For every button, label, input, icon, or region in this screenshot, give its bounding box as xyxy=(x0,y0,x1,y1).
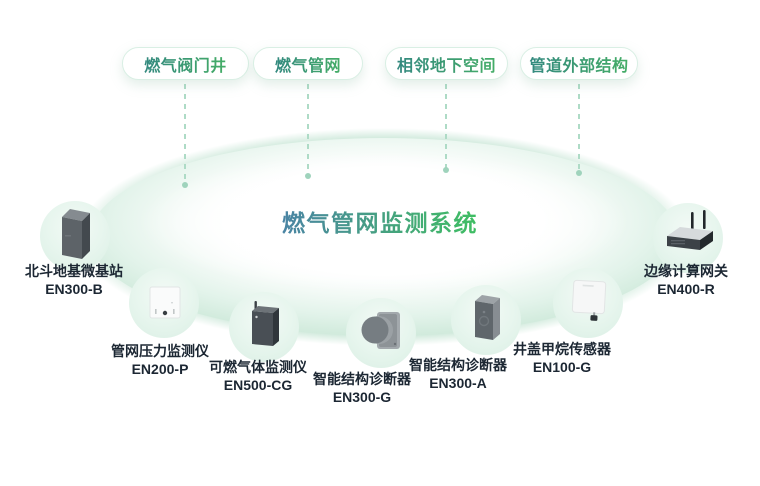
device-label: 智能结构诊断器 EN300-A xyxy=(409,356,507,392)
category-pill-adjacent-underground-space[interactable]: 相邻地下空间 xyxy=(385,47,508,80)
device-name: 井盖甲烷传感器 xyxy=(513,341,611,357)
device-model: EN300-A xyxy=(429,375,487,391)
category-pill-label: 相邻地下空间 xyxy=(397,52,496,76)
device-label: 管网压力监测仪 EN200-P xyxy=(111,342,209,378)
ellipse-highlight xyxy=(140,152,628,292)
connector-dot xyxy=(576,170,582,176)
structure-diagnoser-icon xyxy=(475,295,500,340)
connector-dot xyxy=(182,182,188,188)
connector-dot xyxy=(305,173,311,179)
device-label: 井盖甲烷传感器 EN100-G xyxy=(513,340,611,376)
connector-dot xyxy=(443,167,449,173)
device-name: 北斗地基微基站 xyxy=(25,263,123,279)
gas-monitor-icon xyxy=(252,301,279,346)
pressure-monitor-icon xyxy=(149,286,181,319)
connector-line xyxy=(182,84,188,188)
device-model: EN400-R xyxy=(657,281,715,297)
device-name: 智能结构诊断器 xyxy=(409,357,507,373)
category-pill-label: 燃气管网 xyxy=(275,52,341,76)
system-title: 燃气管网监测系统 xyxy=(282,204,478,238)
connector-line xyxy=(305,84,311,179)
device-label: 北斗地基微基站 EN300-B xyxy=(25,262,123,298)
methane-sensor-icon xyxy=(571,279,607,321)
device-name: 管网压力监测仪 xyxy=(111,343,209,359)
edge-gateway-icon xyxy=(667,210,713,250)
device-model: EN300-B xyxy=(45,281,103,297)
device-model: EN100-G xyxy=(532,359,592,375)
connector-line xyxy=(576,84,582,176)
device-name: 可燃气体监测仪 xyxy=(209,359,307,375)
connector-line xyxy=(443,84,449,173)
category-pill-label: 燃气阀门井 xyxy=(144,52,227,76)
device-name: 边缘计算网关 xyxy=(644,263,728,279)
device-model: EN200-P xyxy=(131,361,189,377)
category-pill-label: 管道外部结构 xyxy=(529,52,628,76)
device-label: 智能结构诊断器 EN300-G xyxy=(313,370,411,406)
device-model: EN500-CG xyxy=(223,377,293,393)
base-station-icon xyxy=(62,209,90,259)
device-model: EN300-G xyxy=(332,389,392,405)
device-name: 智能结构诊断器 xyxy=(313,371,411,387)
device-label: 边缘计算网关 EN400-R xyxy=(644,262,728,298)
device-label: 可燃气体监测仪 EN500-CG xyxy=(209,358,307,394)
structure-diagnoser-icon xyxy=(361,312,400,349)
category-pill-pipeline-external-structure[interactable]: 管道外部结构 xyxy=(520,47,638,80)
category-pill-gas-pipeline[interactable]: 燃气管网 xyxy=(253,47,363,80)
category-pill-gas-valve-well[interactable]: 燃气阀门井 xyxy=(122,47,249,80)
